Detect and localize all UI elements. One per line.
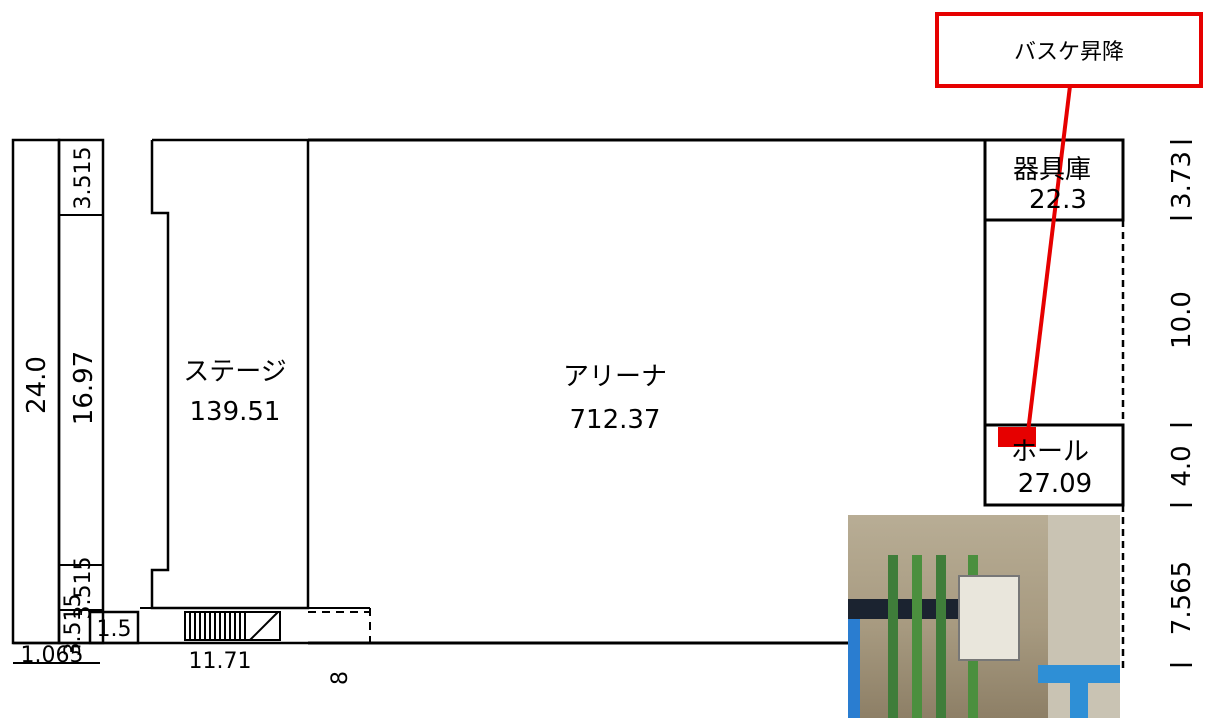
stage-name: ステージ [183,357,286,387]
arena-offset-label: 8 [328,671,353,685]
right-hall-label: 4.0 [1167,445,1197,486]
arena-area: 712.37 [570,405,661,435]
equipment-photo [848,515,1120,718]
left-bottom-label: 3.515 [71,557,96,620]
right-bottom-label: 7.565 [1167,561,1197,635]
left-top-label: 3.515 [71,147,96,210]
basket-lift-callout: バスケ昇降 [935,12,1203,88]
left-middle-label: 16.97 [69,351,99,425]
left-bottom2-label: 3.515 [61,594,86,657]
right-dimension-ticks [1170,140,1192,667]
stairs [184,611,281,641]
stage-area: 139.51 [190,397,281,427]
hall-name: ホール [1011,437,1089,467]
small-block-label: 1.5 [97,617,132,642]
overall-height-label: 24.0 [22,356,52,414]
callout-leader [1026,85,1072,433]
basket-marker [998,427,1036,447]
hall-room [983,423,1125,507]
arena-name: アリーナ [563,362,667,392]
storage-name: 器具庫 [1013,155,1091,185]
storage-area: 22.3 [1029,185,1087,215]
right-middle-label: 10.0 [1167,291,1197,349]
bottom-left-label: 1.065 [21,643,84,668]
callout-text: バスケ昇降 [1013,40,1124,65]
hall-area: 27.09 [1018,469,1092,499]
stage-width-label: 11.71 [189,649,252,674]
stage-outline [150,138,310,610]
right-top-label: 3.73 [1167,151,1197,209]
